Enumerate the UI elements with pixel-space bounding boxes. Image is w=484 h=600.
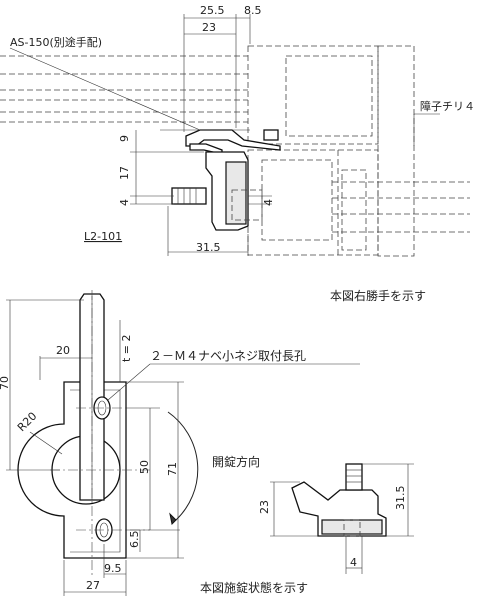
top-section-view: 25.5 8.5 23 9 17 4 4 31.5 AS-150(別途手配) 障… xyxy=(0,4,475,257)
label-as150: AS-150(別途手配) xyxy=(10,35,102,49)
label-screw-hole: ２－Ｍ４ナベ小ネジ取付長孔 xyxy=(150,349,306,363)
side-dim-23: 23 xyxy=(258,500,271,514)
side-latch-body xyxy=(291,463,387,537)
dim-6-5: 6.5 xyxy=(128,531,141,549)
l2-101-latch-body xyxy=(171,129,279,231)
side-dim-4: 4 xyxy=(350,556,357,569)
label-open-direction: 開錠方向 xyxy=(212,454,260,469)
dim-20: 20 xyxy=(56,344,70,357)
label-right-hand: 本図右勝手を示す xyxy=(330,288,426,303)
side-dim-31-5: 31.5 xyxy=(394,486,407,511)
dim-50: 50 xyxy=(138,460,151,474)
dim-4-right: 4 xyxy=(262,199,275,206)
dim-r20: R20 xyxy=(15,410,39,434)
label-shoji-chiri: 障子チリ４ xyxy=(420,99,475,113)
dim-31-5: 31.5 xyxy=(196,241,221,254)
dim-9: 9 xyxy=(118,135,131,142)
dim-70: 70 xyxy=(0,376,11,390)
label-unlocked-note: 本図施錠状態を示す xyxy=(200,580,308,595)
dim-4-left: 4 xyxy=(118,199,131,206)
top-dimension-lines xyxy=(9,14,440,256)
dim-27: 27 xyxy=(86,579,100,592)
label-model: L2-101 xyxy=(84,230,122,243)
dim-23: 23 xyxy=(202,21,216,34)
dim-9-5: 9.5 xyxy=(104,562,122,575)
front-dimension-lines xyxy=(6,299,360,596)
open-direction-arrow xyxy=(167,411,199,526)
dim-17: 17 xyxy=(118,166,131,180)
label-thickness: t = 2 xyxy=(120,334,133,362)
dim-71: 71 xyxy=(166,462,179,476)
side-dimension-lines xyxy=(270,463,414,574)
front-view: 本図右勝手を示す xyxy=(0,288,426,596)
side-view: 23 31.5 4 xyxy=(258,463,414,574)
dim-8-5: 8.5 xyxy=(244,4,262,17)
dim-25-5: 25.5 xyxy=(200,4,225,17)
